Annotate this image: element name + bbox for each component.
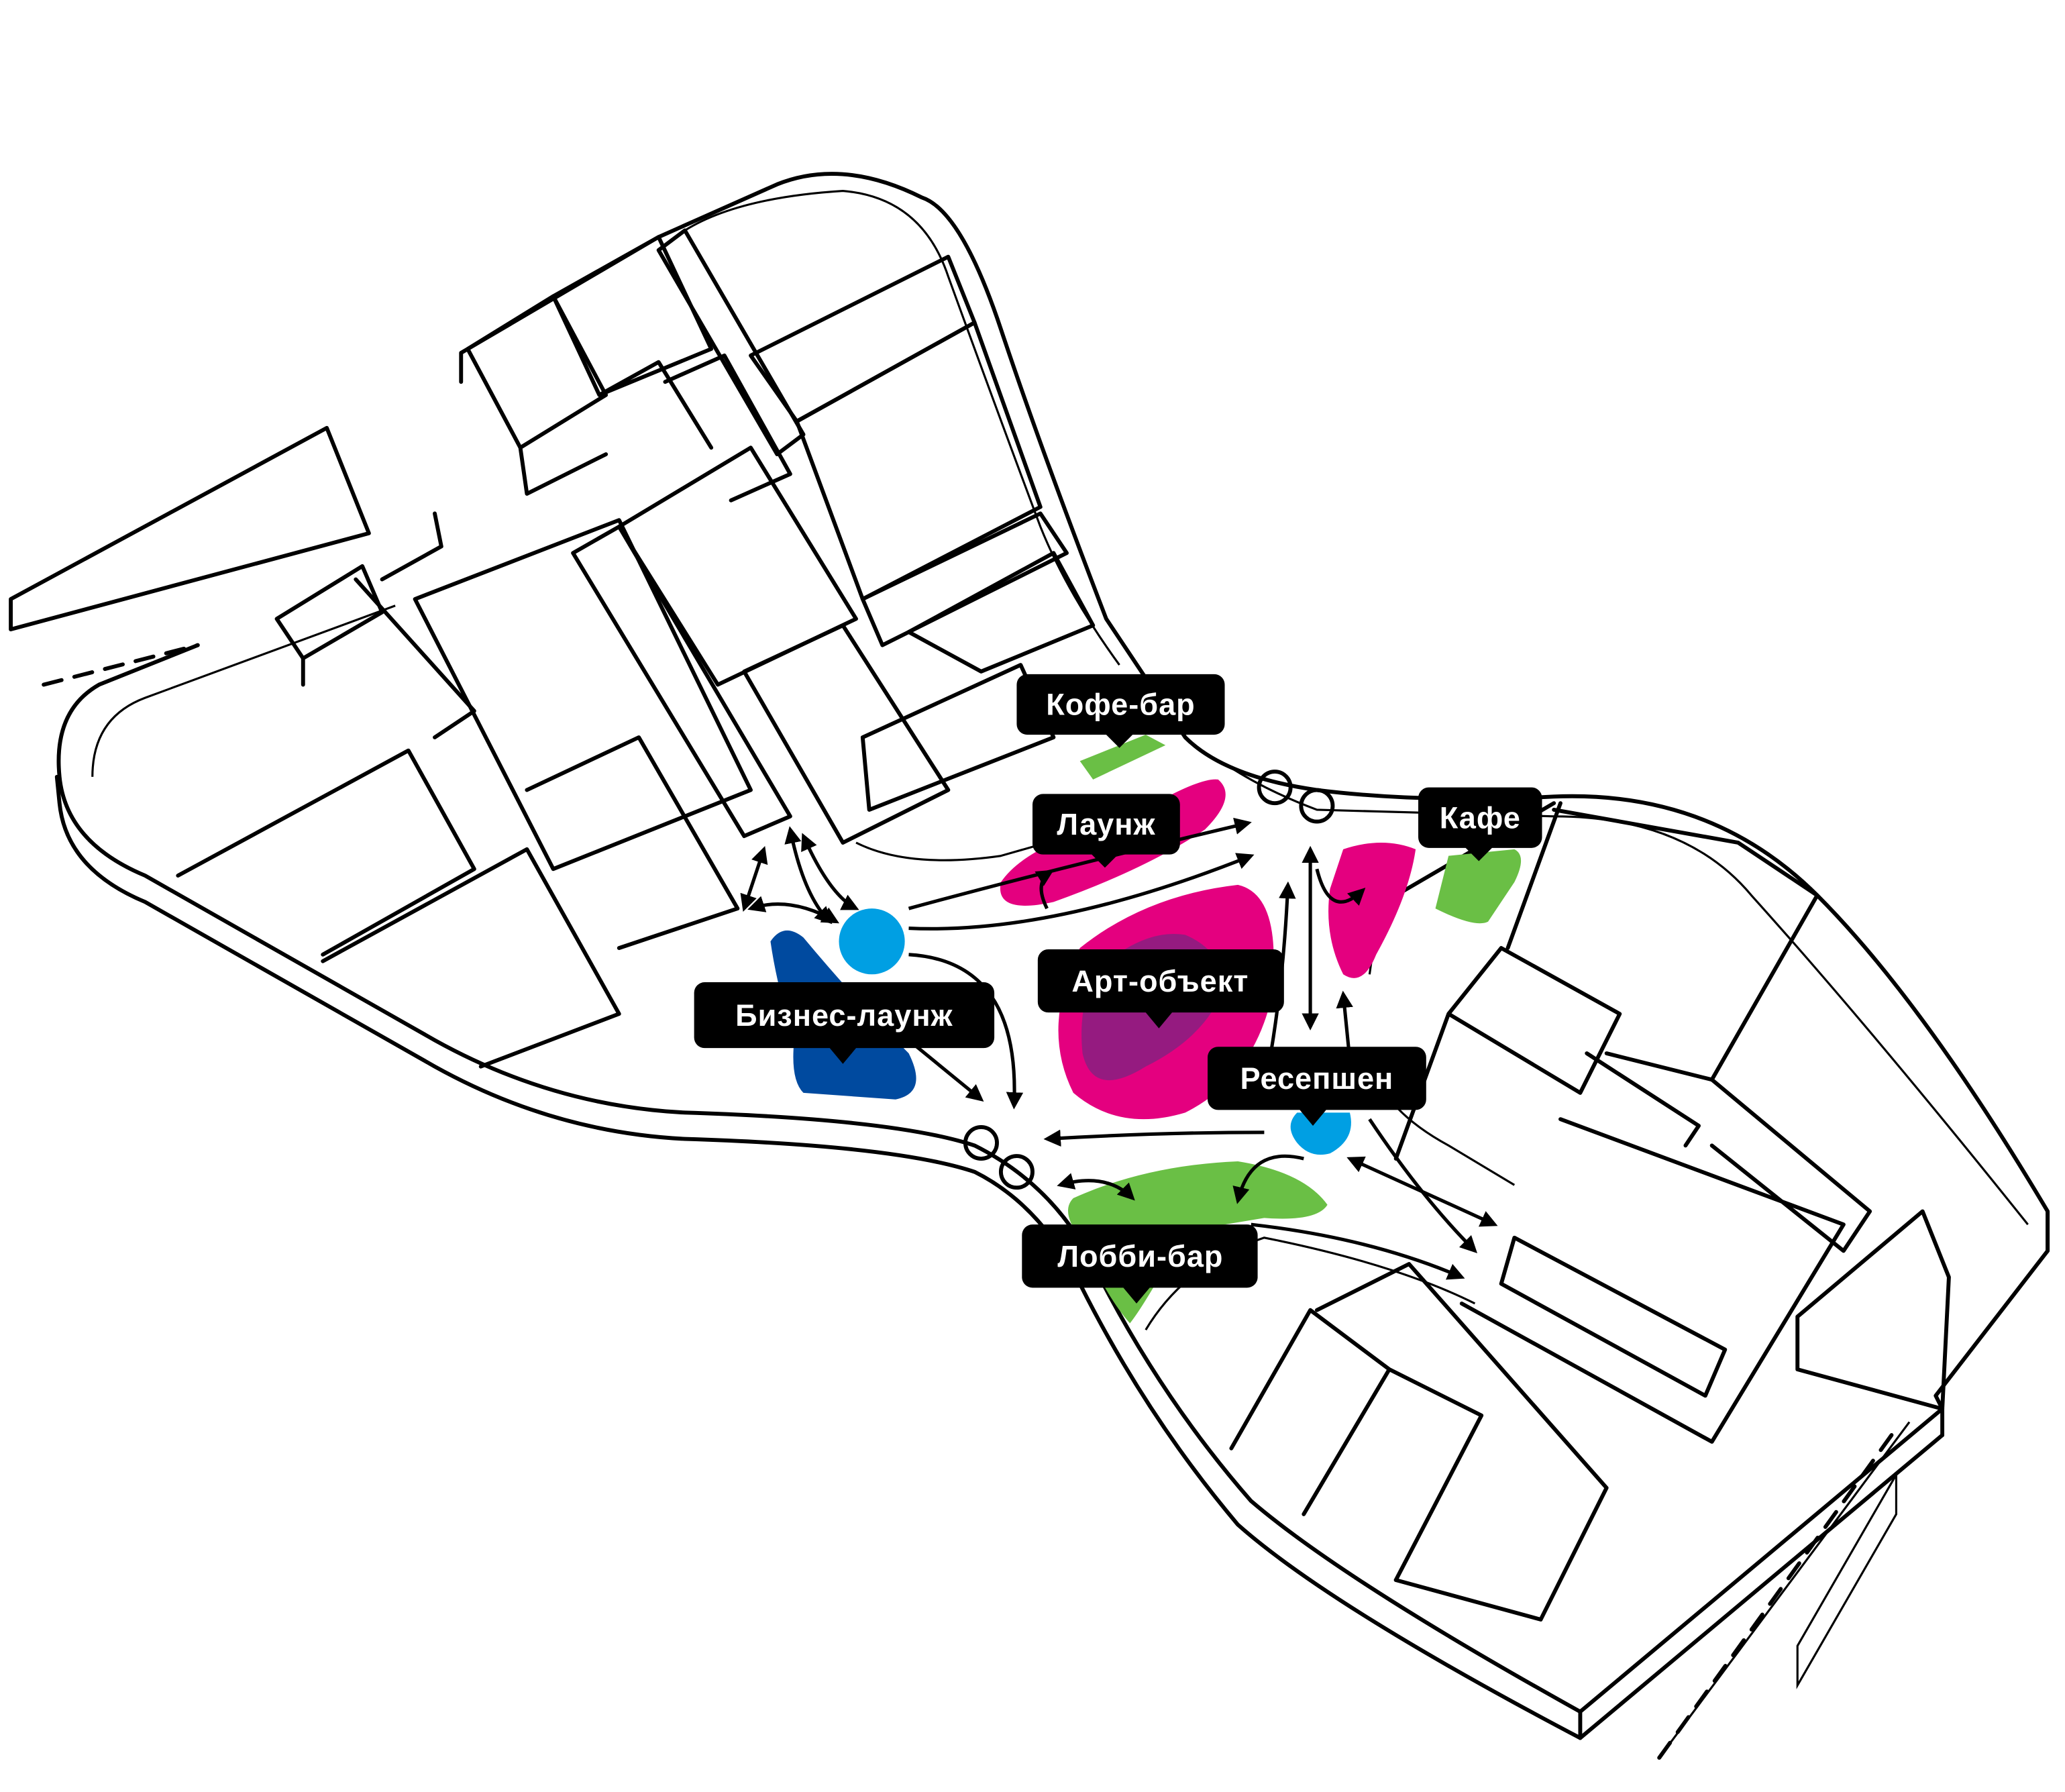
revolving-doors: [963, 770, 1335, 1190]
label-reception[interactable]: Ресепшен: [1208, 1047, 1426, 1126]
cafe-zone: [1435, 849, 1522, 924]
label-business-lounge-text: Бизнес-лаунж: [735, 998, 953, 1033]
interior-rooms: [176, 228, 1951, 1622]
coffee-bar-zone: [1079, 735, 1166, 780]
lounge-zone-east: [1328, 843, 1416, 978]
reception-zone: [1290, 1112, 1351, 1155]
label-coffee-bar-text: Кофе-бар: [1046, 688, 1196, 722]
label-coffee-bar[interactable]: Кофе-бар: [1016, 674, 1225, 748]
label-art-object[interactable]: Арт-объект: [1037, 949, 1284, 1029]
label-lobby-bar-text: Лобби-бар: [1057, 1239, 1223, 1273]
label-cafe[interactable]: Кафе: [1418, 787, 1542, 861]
label-lobby-bar[interactable]: Лобби-бар: [1022, 1224, 1258, 1304]
label-art-object-text: Арт-объект: [1071, 964, 1249, 998]
business-lounge-reception-spot: [839, 908, 905, 975]
label-cafe-text: Кафе: [1440, 800, 1521, 835]
label-lounge-text: Лаунж: [1057, 807, 1155, 841]
building-outline: [9, 172, 2050, 1760]
label-lounge[interactable]: Лаунж: [1032, 794, 1180, 868]
label-business-lounge[interactable]: Бизнес-лаунж: [694, 982, 995, 1064]
label-reception-text: Ресепшен: [1240, 1061, 1394, 1096]
